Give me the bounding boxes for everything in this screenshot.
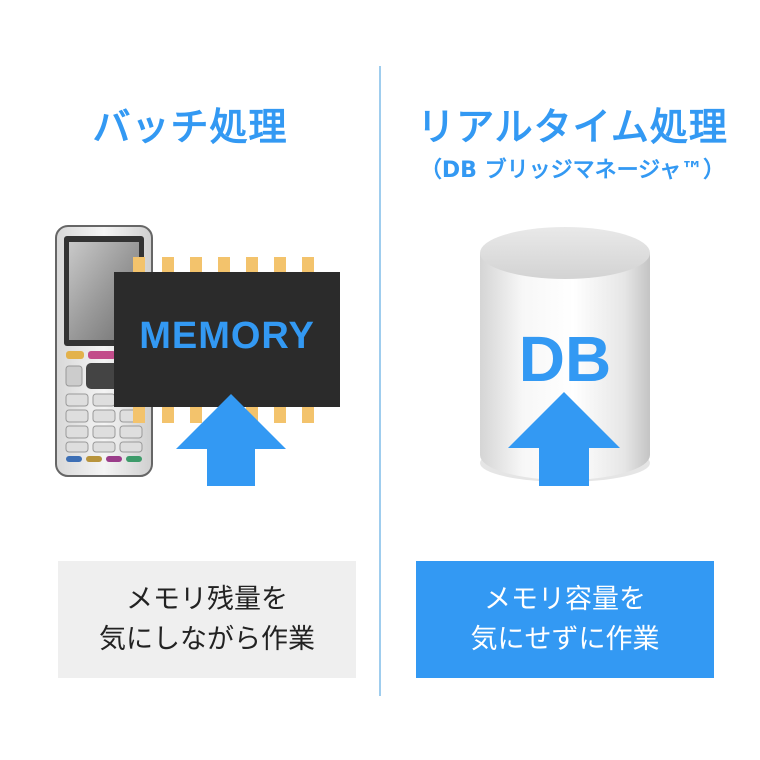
up-arrow-icon-right bbox=[508, 392, 620, 486]
batch-processing-title: バッチ処理 bbox=[92, 105, 288, 149]
memory-chip-label: MEMORY bbox=[139, 315, 315, 357]
center-divider bbox=[379, 66, 381, 696]
batch-caption-line-2: 気にしながら作業 bbox=[99, 623, 315, 655]
realtime-caption-line-2: 気にせずに作業 bbox=[470, 623, 660, 655]
up-arrow-icon bbox=[176, 394, 286, 486]
batch-caption-box: メモリ残量を 気にしながら作業 bbox=[58, 561, 356, 678]
realtime-caption-line-1: メモリ容量を bbox=[484, 583, 646, 615]
database-label: DB bbox=[518, 323, 612, 395]
batch-caption-line-1: メモリ残量を bbox=[126, 583, 288, 615]
memory-chip bbox=[114, 257, 340, 423]
database-illustration bbox=[480, 227, 650, 486]
realtime-processing-title: リアルタイム処理 bbox=[417, 105, 728, 149]
realtime-caption-box: メモリ容量を 気にせずに作業 bbox=[416, 561, 714, 678]
db-bridge-manager-subtitle: （DB ブリッジマネージャ™） bbox=[419, 158, 726, 183]
batch-illustration bbox=[55, 225, 340, 486]
